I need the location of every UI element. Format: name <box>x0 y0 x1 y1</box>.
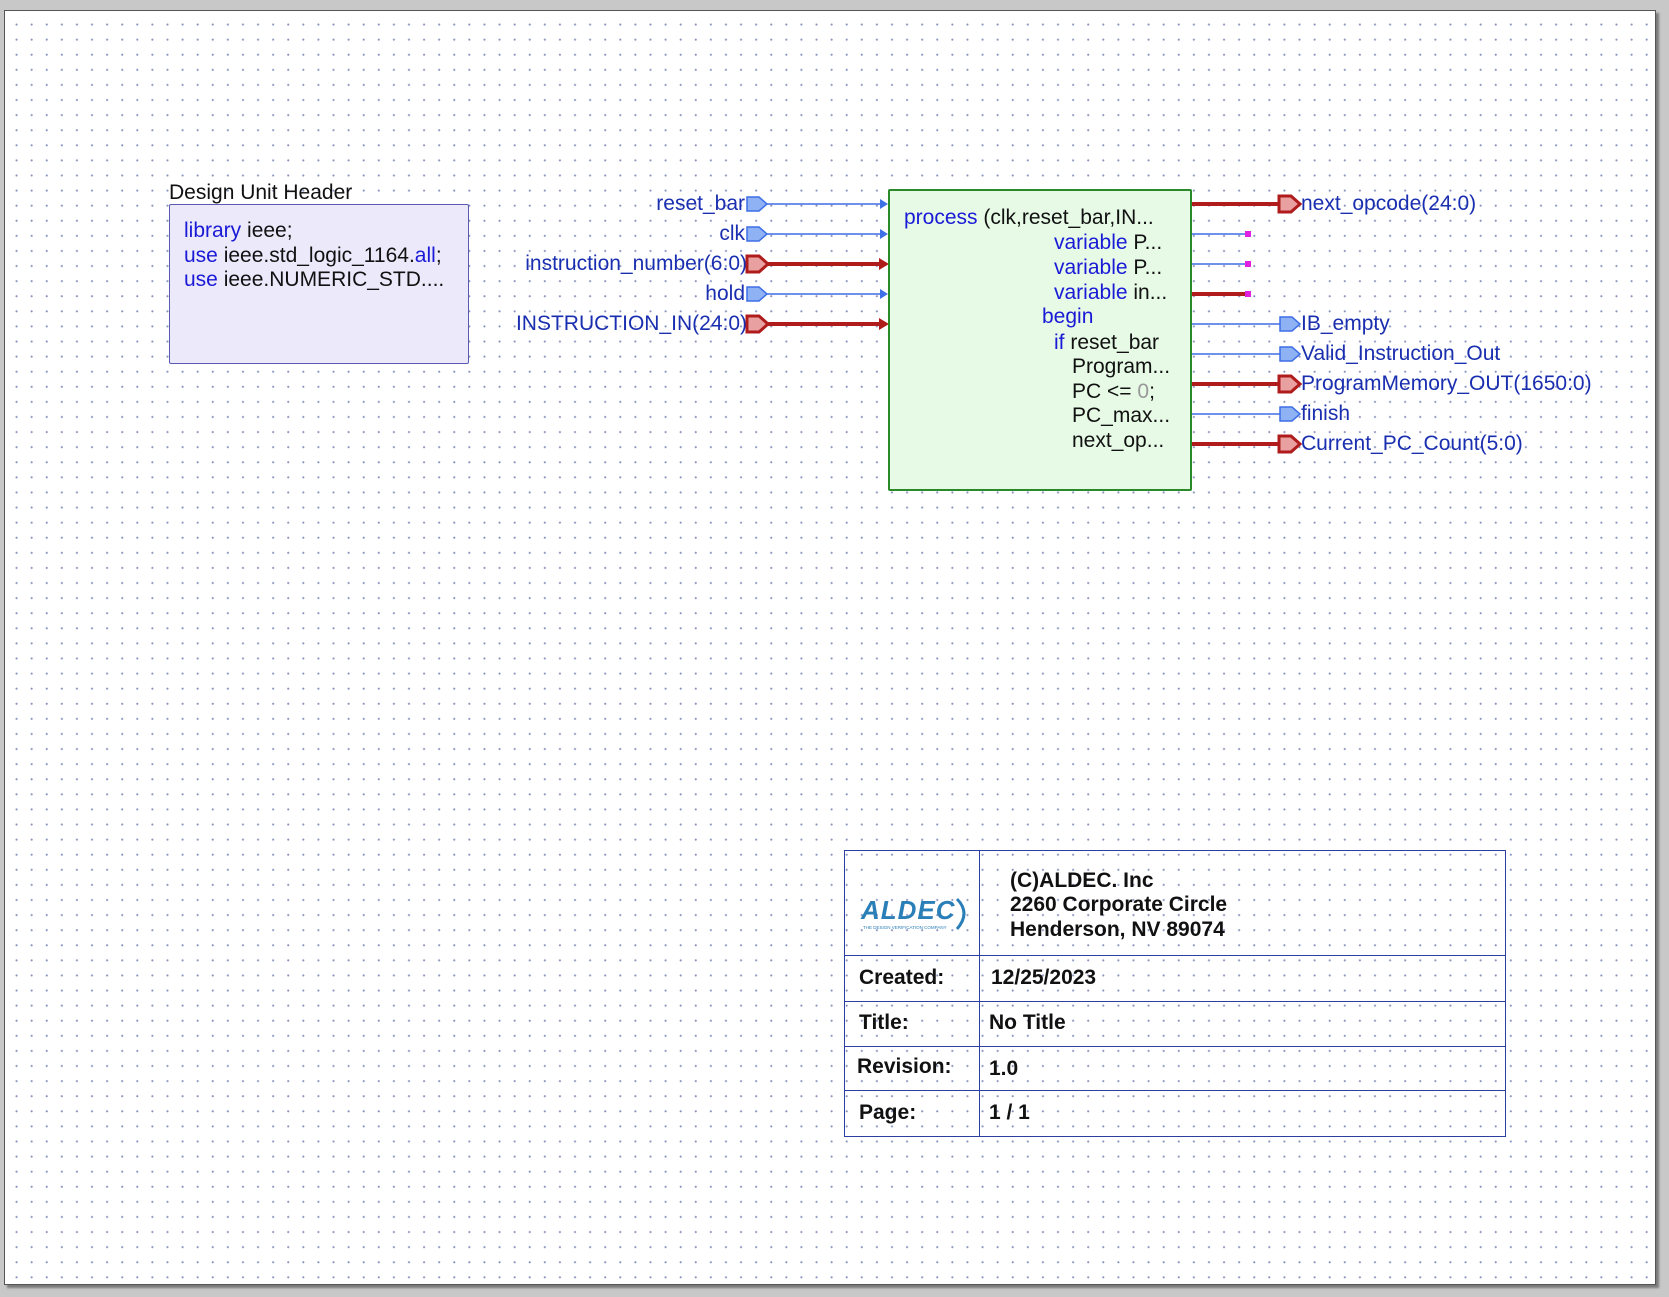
port-flag-valid_instruction_out[interactable] <box>1279 346 1302 362</box>
port-flag-finish[interactable] <box>1279 406 1302 422</box>
keyword: use <box>184 268 218 291</box>
code-text: P... <box>1127 231 1163 254</box>
title-block-divider <box>979 851 980 1136</box>
port-label-instruction_number[interactable]: instruction_number(6:0) <box>525 252 747 275</box>
input-wires <box>745 196 889 334</box>
code-text: ; <box>435 244 442 267</box>
keyword: library <box>184 219 242 242</box>
output-wires <box>1190 194 1303 454</box>
keyword: variable <box>1054 281 1128 304</box>
code-text: ; <box>1149 380 1155 403</box>
code-text: in... <box>1127 281 1168 304</box>
keyword: variable <box>1054 231 1128 254</box>
created-value: 12/25/2023 <box>991 966 1097 989</box>
keyword: process <box>904 206 978 229</box>
process-line: process (clk,reset_bar,IN... <box>904 206 1154 230</box>
port-flag-programmemory_out[interactable] <box>1277 374 1303 394</box>
title-value: No Title <box>989 1011 1066 1034</box>
port-flag-ib_empty[interactable] <box>1279 316 1302 332</box>
created-label: Created: <box>859 966 945 989</box>
stub-end-var2 <box>1245 261 1251 267</box>
statement-line-1: Program... <box>1072 355 1171 378</box>
keyword: use <box>184 244 218 267</box>
code-text: ieee; <box>241 219 293 242</box>
variable-line-1: variable P... <box>1054 231 1162 255</box>
arrow-hold <box>880 289 888 299</box>
port-label-finish[interactable]: finish <box>1301 402 1351 425</box>
page-label: Page: <box>859 1101 917 1124</box>
company-address-1: 2260 Corporate Circle <box>1010 893 1228 916</box>
stub-end-var3 <box>1245 291 1251 297</box>
header-code-line-1: library ieee; <box>184 219 293 243</box>
port-label-valid_instruction_out[interactable]: Valid_Instruction_Out <box>1301 342 1501 365</box>
if-line: if reset_bar <box>1054 331 1159 355</box>
revision-label: Revision: <box>857 1055 952 1078</box>
variable-line-2: variable P... <box>1054 256 1162 280</box>
revision-value: 1.0 <box>989 1057 1019 1080</box>
company-name: (C)ALDEC. Inc <box>1010 869 1154 892</box>
process-block[interactable]: process (clk,reset_bar,IN... variable P.… <box>888 189 1192 491</box>
title-block-row-line <box>845 955 1505 956</box>
title-block-row-line <box>845 1001 1505 1002</box>
svg-text:THE DESIGN VERIFICATION COMPAN: THE DESIGN VERIFICATION COMPANY <box>863 925 947 930</box>
code-text: reset_bar <box>1064 331 1160 354</box>
header-code-line-3: use ieee.NUMERIC_STD.... <box>184 268 444 292</box>
port-label-current_pc_count[interactable]: Current_PC_Count(5:0) <box>1301 432 1523 455</box>
keyword: if <box>1054 331 1065 354</box>
statement-line-3: PC_max... <box>1072 404 1171 427</box>
port-label-next_opcode[interactable]: next_opcode(24:0) <box>1301 192 1477 215</box>
code-text: ieee.std_logic_1164. <box>217 244 415 267</box>
keyword: begin <box>1042 305 1094 328</box>
design-unit-header-title: Design Unit Header <box>169 181 353 204</box>
title-block-row-line <box>845 1090 1505 1091</box>
company-address-2: Henderson, NV 89074 <box>1010 918 1225 941</box>
port-label-hold[interactable]: hold <box>705 282 745 305</box>
port-label-ib_empty[interactable]: IB_empty <box>1301 312 1390 335</box>
title-block[interactable]: ALDEC THE DESIGN VERIFICATION COMPANY (C… <box>844 850 1506 1137</box>
keyword: all <box>414 244 436 267</box>
port-label-clk[interactable]: clk <box>719 222 745 245</box>
code-text: (clk,reset_bar,IN... <box>977 206 1154 229</box>
arrow-instruction_number <box>879 258 889 270</box>
port-label-instruction_in[interactable]: INSTRUCTION_IN(24:0) <box>515 312 747 335</box>
svg-text:ALDEC: ALDEC <box>860 895 956 925</box>
variable-line-3: variable in... <box>1054 281 1167 305</box>
port-label-reset_bar[interactable]: reset_bar <box>656 192 745 215</box>
statement-line-4: next_op... <box>1072 429 1165 452</box>
arrow-reset_bar <box>880 199 888 209</box>
title-label: Title: <box>859 1011 909 1034</box>
port-flag-instruction_number[interactable] <box>745 254 771 274</box>
arrow-clk <box>880 229 888 239</box>
design-unit-header-box[interactable]: library ieee; use ieee.std_logic_1164.al… <box>169 204 469 364</box>
port-label-programmemory_out[interactable]: ProgramMemory_OUT(1650:0) <box>1301 372 1592 395</box>
port-flag-current_pc_count[interactable] <box>1277 434 1303 454</box>
code-text: ieee.NUMERIC_STD.... <box>217 268 445 291</box>
port-flag-instruction_in[interactable] <box>745 314 771 334</box>
aldec-logo: ALDEC THE DESIGN VERIFICATION COMPANY <box>859 895 971 940</box>
port-flag-clk[interactable] <box>746 226 769 242</box>
arrow-instruction_in <box>879 318 889 330</box>
stub-end-var1 <box>1245 231 1251 237</box>
keyword: variable <box>1054 256 1128 279</box>
port-flag-hold[interactable] <box>746 286 769 302</box>
title-block-row-line <box>845 1046 1505 1047</box>
header-code-line-2: use ieee.std_logic_1164.all; <box>184 244 442 268</box>
code-text: P... <box>1127 256 1163 279</box>
port-flag-next_opcode[interactable] <box>1277 194 1303 214</box>
begin-line: begin <box>1042 305 1093 329</box>
literal: 0 <box>1137 380 1150 403</box>
page-value: 1 / 1 <box>989 1101 1030 1124</box>
code-text: PC <= <box>1072 380 1138 403</box>
port-flag-reset_bar[interactable] <box>746 196 769 212</box>
statement-line-2: PC <= 0; <box>1072 380 1155 404</box>
